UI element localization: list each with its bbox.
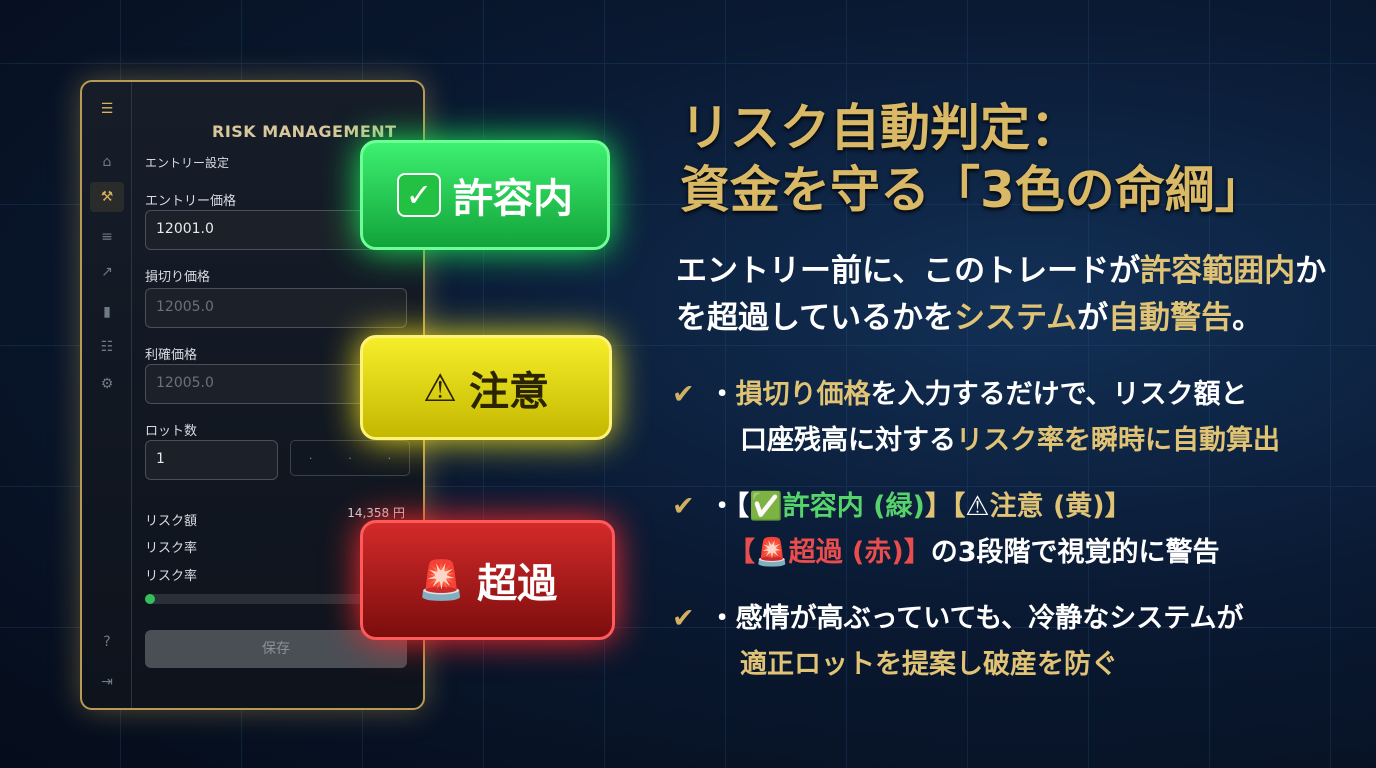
risk-amount-label: リスク額 [145,514,198,529]
sliders-icon[interactable]: ≡ [101,229,113,245]
stop-loss-label: 損切り価格 [145,270,211,285]
risk-rate-label-2: リスク率 [145,569,198,584]
subtitle-line-2: を超過しているかをシステムが自動警告。 [676,300,1264,336]
bullet-3: ✔・感情が高ぶっていても、冷静なシステムが 適正ロットを提案し破産を防ぐ [672,603,1244,680]
over-badge: 🚨超過 [360,520,615,640]
tools-icon[interactable]: ⚒ [90,182,124,212]
home-icon[interactable]: ⌂ [102,154,112,170]
check-icon: ✓ [397,173,441,217]
panel-title: RISK MANAGEMENT [212,122,397,141]
check-icon: ✔ [672,603,695,634]
save-button[interactable]: 保存 [145,630,407,668]
title-line-1: リスク自動判定： [680,99,1080,157]
stop-loss-input[interactable]: 12005.0 [145,288,407,328]
ok-label: 許容内 [453,176,573,222]
check-icon: ✔ [672,379,695,410]
help-icon[interactable]: ? [103,634,111,650]
green-check-icon: ✅ [749,491,783,522]
gear-icon[interactable]: ⚙ [100,376,114,392]
list-icon[interactable]: ☷ [100,339,114,355]
lot-label: ロット数 [145,424,198,439]
bullet-2: ✔・【✅許容内 (緑)】【⚠注意 (黄)】 【🚨超過 (赤)】の3段階で視覚的に… [672,491,1220,568]
lot-preset-buttons[interactable]: ··· [290,440,410,476]
section-label: エントリー設定 [145,156,230,170]
sidebar: ☰ ⌂ ⚒ ≡ ↗ ▮ ☷ ⚙ ? ⇥ [82,82,132,708]
warn-label: 注意 [469,368,550,415]
warn-badge: ⚠注意 [360,335,612,440]
over-label: 超過 [477,561,558,607]
risk-rate-label: リスク率 [145,541,198,556]
warning-icon: ⚠ [965,491,990,522]
take-profit-label: 利確価格 [145,348,198,363]
siren-icon: 🚨 [755,537,789,568]
risk-amount-value: 14,358 円 [347,506,405,520]
entry-price-label: エントリー価格 [145,194,237,209]
bars-icon[interactable]: ▮ [103,304,111,320]
siren-icon: 🚨 [417,557,466,602]
title-line-2: 資金を守る「3色の命綱」 [680,161,1265,219]
risk-progress-bar [145,594,407,604]
logout-icon[interactable]: ⇥ [101,674,113,690]
chart-icon[interactable]: ↗ [101,264,113,280]
risk-progress-indicator [145,594,155,604]
warning-icon: ⚠ [422,365,458,410]
check-icon: ✔ [672,491,695,522]
ok-badge: ✓ 許容内 [360,140,610,250]
lot-input[interactable]: 1 [145,440,278,480]
bullet-1: ✔・損切り価格を入力するだけで、リスク額と 口座残高に対するリスク率を瞬時に自動… [672,379,1280,456]
subtitle-line-1: エントリー前に、このトレードが許容範囲内か [676,253,1327,289]
logo-icon: ☰ [100,101,114,117]
